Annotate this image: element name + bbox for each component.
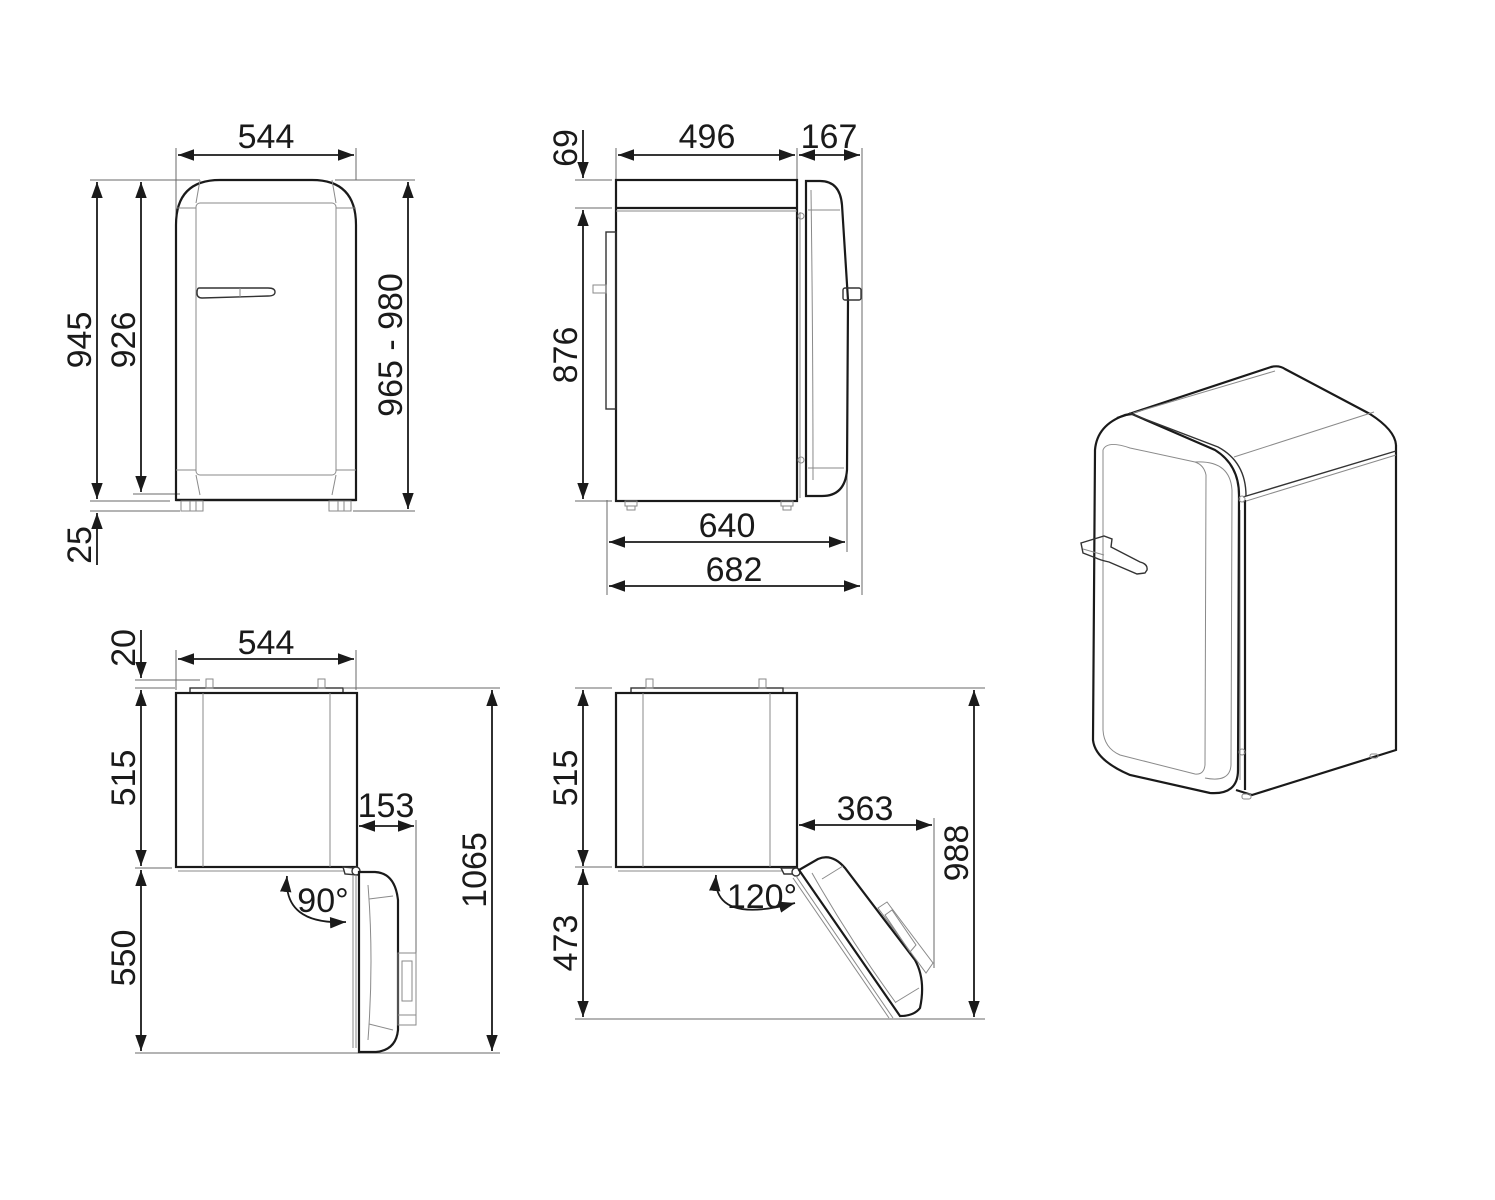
top-view-90: 544 20 515 550 153 1065 90° xyxy=(105,624,500,1054)
isometric-fridge-view xyxy=(1080,365,1398,800)
side-view: 496 167 69 876 640 682 xyxy=(547,118,863,595)
top120-swing-label: 473 xyxy=(547,915,585,972)
side-door-depth-label: 167 xyxy=(801,118,858,156)
top90-width-label: 544 xyxy=(238,624,295,662)
top90-clearance-label: 20 xyxy=(105,629,143,667)
top90-total-label: 1065 xyxy=(456,832,494,908)
side-body-depth-label: 496 xyxy=(679,118,736,156)
side-depth-640-label: 640 xyxy=(699,507,756,545)
isometric-handle-icon xyxy=(1080,535,1148,575)
top90-swing-label: 550 xyxy=(105,930,143,987)
top120-angle-label: 120° xyxy=(727,878,797,916)
top120-projection-label: 363 xyxy=(837,790,894,828)
front-view: 544 945 926 965 - 980 25 xyxy=(61,118,415,565)
top90-depth-label: 515 xyxy=(105,750,143,807)
side-depth-total-label: 682 xyxy=(706,551,763,589)
top90-handle-label: 153 xyxy=(358,787,415,825)
handle-icon xyxy=(196,287,276,299)
side-body-height-label: 876 xyxy=(547,327,585,384)
front-width-label: 544 xyxy=(238,118,295,156)
front-height-body-label: 926 xyxy=(105,312,143,369)
top120-depth-label: 515 xyxy=(547,750,585,807)
front-height-total-label: 945 xyxy=(61,312,99,369)
side-top-gap-label: 69 xyxy=(547,129,585,167)
top-view-120: 515 473 363 988 120° xyxy=(547,678,985,1020)
top120-total-label: 988 xyxy=(938,825,976,882)
front-feet-label: 25 xyxy=(61,526,99,564)
top90-angle-label: 90° xyxy=(297,882,348,920)
front-height-adjustable-label: 965 - 980 xyxy=(372,273,410,417)
